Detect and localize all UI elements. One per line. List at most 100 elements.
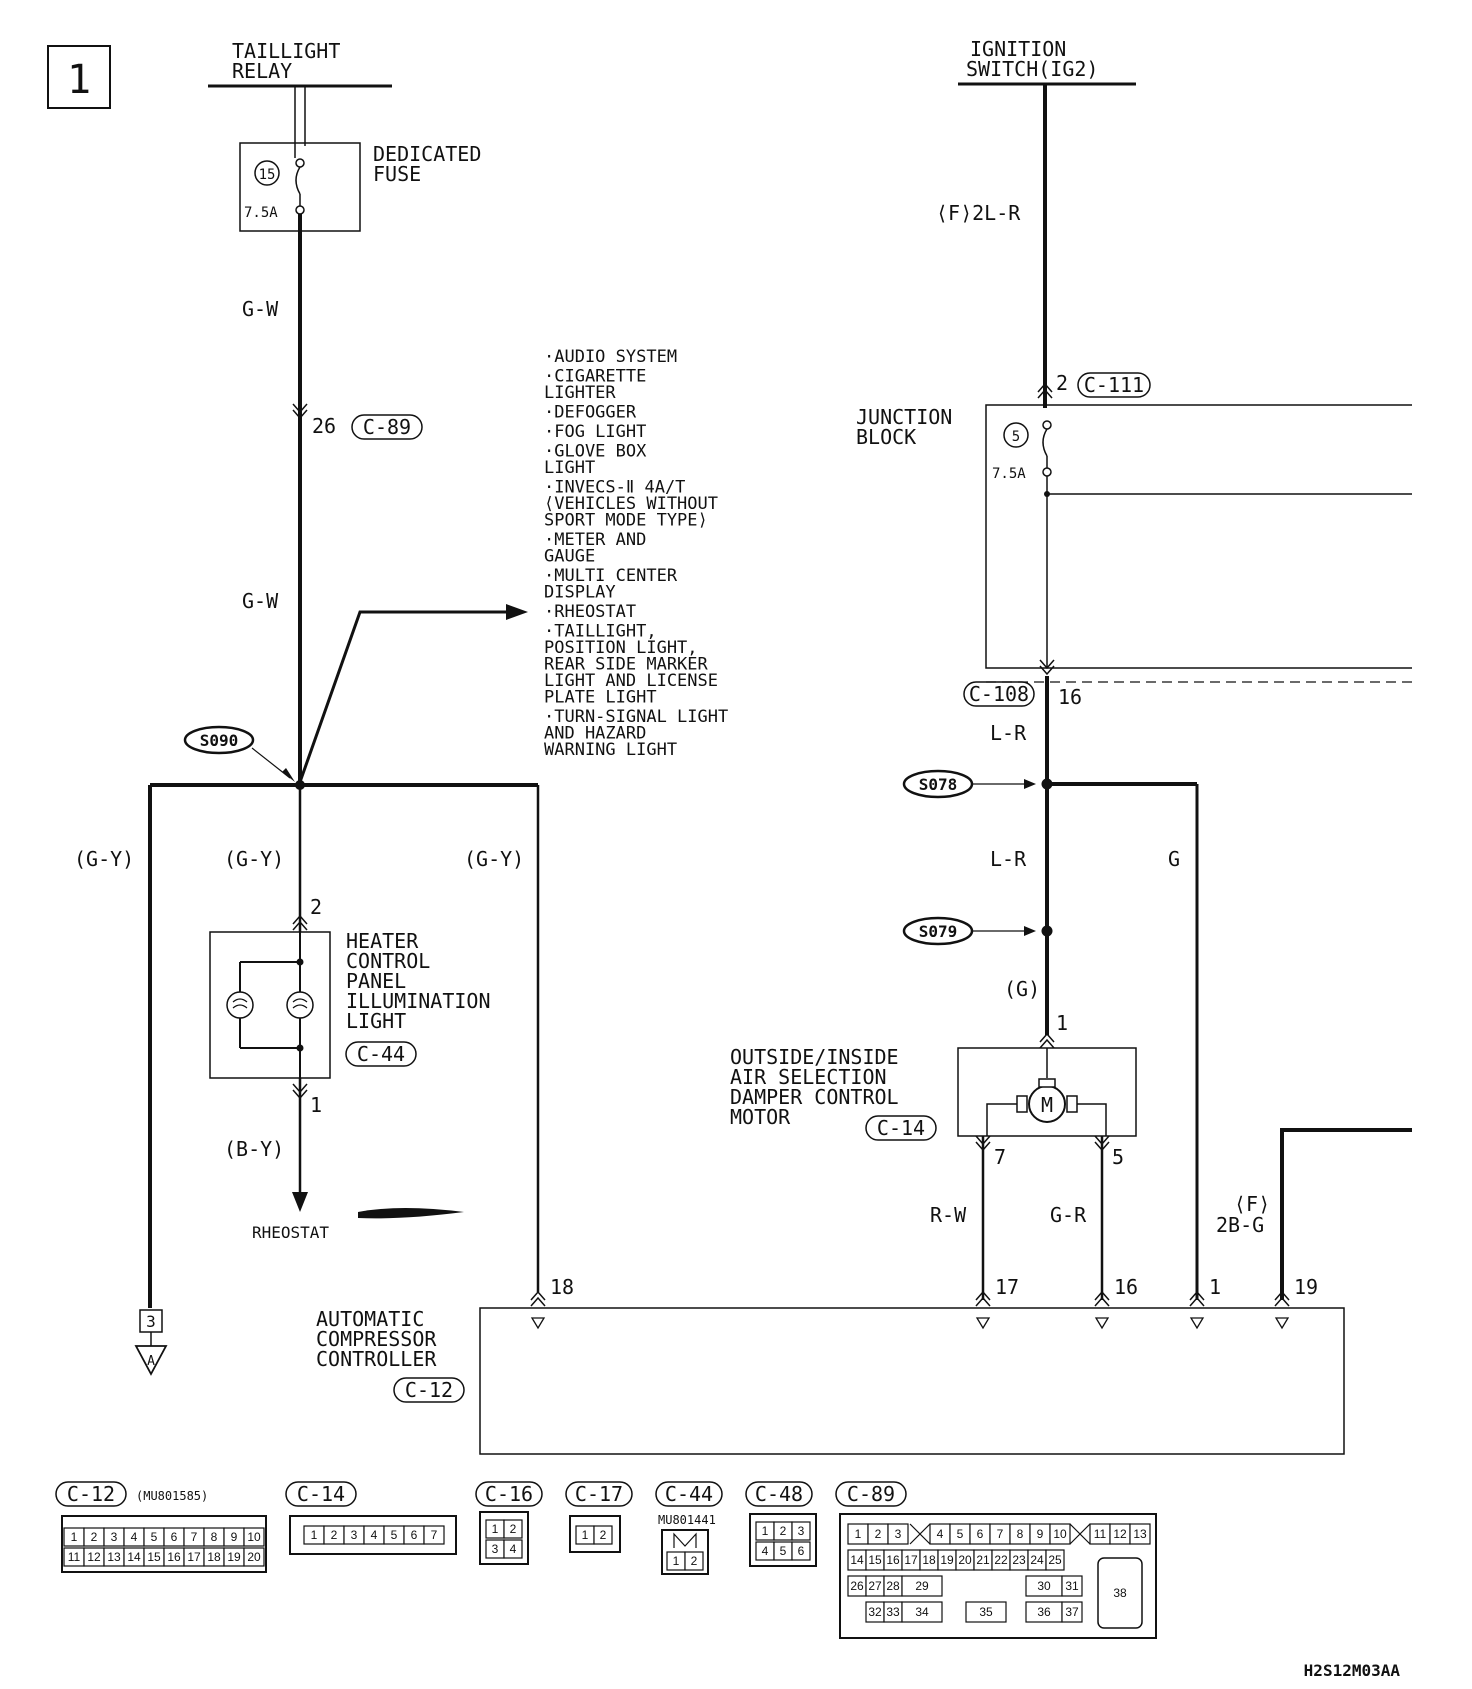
ignition-switch-source: IGNITION SWITCH(IG2) — [958, 37, 1136, 86]
connector-tag-c108: C-108 — [963, 681, 1035, 707]
connector-name-tag — [745, 1481, 813, 1507]
c14-face — [289, 1515, 457, 1555]
dedicated-fuse-rating: 7.5A — [244, 205, 278, 221]
heater-label-2: CONTROL — [346, 949, 430, 973]
pin-arrow — [1094, 1290, 1110, 1307]
connector-cell-label: 19 — [940, 1553, 954, 1567]
connector-cell-label: 7 — [191, 1530, 198, 1544]
junction-fuse-rating: 7.5A — [992, 466, 1026, 482]
connector-cell-label: 3 — [351, 1528, 358, 1542]
c89-pin-26: 26 — [312, 414, 336, 438]
branch-list-line: LIGHT — [544, 458, 595, 478]
c16-face — [479, 1511, 529, 1565]
rheostat-label: RHEOSTAT — [252, 1223, 329, 1242]
heater-pin-1: 1 — [310, 1093, 322, 1117]
connector-cell-label: 13 — [107, 1550, 121, 1564]
splice-s078: S078 — [902, 769, 1036, 799]
connector-cell-label: 1 — [855, 1527, 862, 1541]
splice-s079: S079 — [902, 916, 1036, 946]
dedicated-fuse-label-1: DEDICATED — [373, 142, 481, 166]
branch-list-line: ·FOG LIGHT — [544, 422, 646, 442]
c48-face — [749, 1513, 817, 1567]
branch-list-line: ·TAILLIGHT, — [544, 622, 657, 642]
taillight-relay-label-1: TAILLIGHT — [232, 39, 340, 63]
heater-illumination-light — [209, 931, 331, 1079]
branch-list-line: LIGHT AND LICENSE — [544, 671, 718, 691]
pin-marker — [530, 1317, 546, 1330]
heater-label-5: LIGHT — [346, 1009, 406, 1033]
connector-cell-label: 5 — [957, 1527, 964, 1541]
connector-cell-label: 27 — [868, 1579, 882, 1593]
connector-cell-label: 1 — [311, 1528, 318, 1542]
motor-label-4: MOTOR — [730, 1105, 791, 1129]
connector-cell-label: 9 — [231, 1530, 238, 1544]
pin-arrow — [1274, 1290, 1290, 1307]
branch-list-line: ·TURN-SIGNAL LIGHT — [544, 707, 728, 727]
connector-cell-label: 3 — [492, 1542, 499, 1556]
connector-cell — [1045, 1549, 1065, 1571]
taillight-relay-label-2: RELAY — [232, 59, 292, 83]
connector-cell — [684, 1551, 704, 1571]
diagram-code: H2S12M03AA — [1304, 1661, 1401, 1680]
connector-cell — [503, 1539, 523, 1559]
connector-cell-label: 26 — [850, 1579, 864, 1593]
connector-name-tag — [655, 1481, 723, 1507]
splice-s079-label: S079 — [919, 922, 958, 941]
connector-cell — [1129, 1523, 1151, 1545]
connector-cell-label: 35 — [979, 1605, 993, 1619]
connector-cell-label: 2 — [91, 1530, 98, 1544]
c44-part-number: MU801441 — [658, 1513, 716, 1527]
wire-g-paren: (G) — [1004, 977, 1040, 1001]
branch-list-line: POSITION LIGHT, — [544, 638, 698, 658]
c17-face — [569, 1515, 621, 1553]
connector-cell — [1049, 1523, 1071, 1545]
connector-tag-c44-text: C-44 — [357, 1042, 405, 1066]
wire-g: G — [1168, 847, 1180, 871]
branch-list-line: PLATE LIGHT — [544, 688, 657, 708]
junction-fuse-number: 5 — [1012, 429, 1020, 445]
compressor-controller: AUTOMATIC COMPRESSOR CONTROLLER C-12 — [316, 1307, 1345, 1455]
connector-cell-label: 4 — [131, 1530, 138, 1544]
branch-list-line: ·GLOVE BOX — [544, 442, 647, 462]
offpage-connector: 3 A — [134, 1309, 168, 1376]
connector-cell-label: 2 — [600, 1528, 607, 1542]
branch-list-line: AND HAZARD — [544, 724, 646, 744]
connector-cell — [593, 1525, 613, 1545]
connector-cell-label: 15 — [868, 1553, 882, 1567]
pin-marker — [1094, 1317, 1110, 1330]
splice-s090: S090 — [183, 725, 295, 782]
connector-cell-label: 32 — [868, 1605, 882, 1619]
branch-list-line: ·DEFOGGER — [544, 403, 637, 423]
dedicated-fuse: 15 7.5A DEDICATED FUSE — [239, 142, 481, 232]
connector-tag-c14-text: C-14 — [877, 1116, 925, 1140]
connector-cell-label: 23 — [1012, 1553, 1026, 1567]
connector-cell-label: 13 — [1133, 1527, 1147, 1541]
connector-cell-label: 2 — [510, 1522, 517, 1536]
connector-tag-c14: C-14 — [865, 1115, 937, 1141]
motor-label-2: AIR SELECTION — [730, 1065, 887, 1089]
connector-cell-label: 6 — [798, 1544, 805, 1558]
connector-cell-label: 2 — [780, 1524, 787, 1538]
dedicated-fuse-label-2: FUSE — [373, 162, 421, 186]
splice-s090-label: S090 — [200, 731, 239, 750]
connector-cell-label: 34 — [915, 1605, 929, 1619]
connector-cell-label: 2 — [691, 1554, 698, 1568]
connector-name: C-89 — [847, 1482, 895, 1506]
offpage-number: 3 — [146, 1312, 156, 1331]
branch-list-line: SPORT MODE TYPE⟩ — [544, 511, 708, 531]
junction-label-1: JUNCTION — [856, 405, 952, 429]
connector-cell-label: 37 — [1065, 1605, 1079, 1619]
wire-gr: G-R — [1050, 1203, 1087, 1227]
connector-cell-label: 8 — [211, 1530, 218, 1544]
wire-lr-upper: L-R — [990, 721, 1027, 745]
connector-cell-label: 1 — [673, 1554, 680, 1568]
branch-list-line: ·MULTI CENTER — [544, 566, 678, 586]
connector-name: C-17 — [575, 1482, 623, 1506]
connector-cell-label: 1 — [762, 1524, 769, 1538]
connector-cell — [1061, 1575, 1083, 1597]
connector-tag-c44: C-44 — [345, 1041, 417, 1067]
wire-f2lr: ⟨F⟩2L-R — [936, 201, 1021, 225]
page-number: 1 — [67, 57, 91, 103]
connector-cell-label: 19 — [227, 1550, 241, 1564]
